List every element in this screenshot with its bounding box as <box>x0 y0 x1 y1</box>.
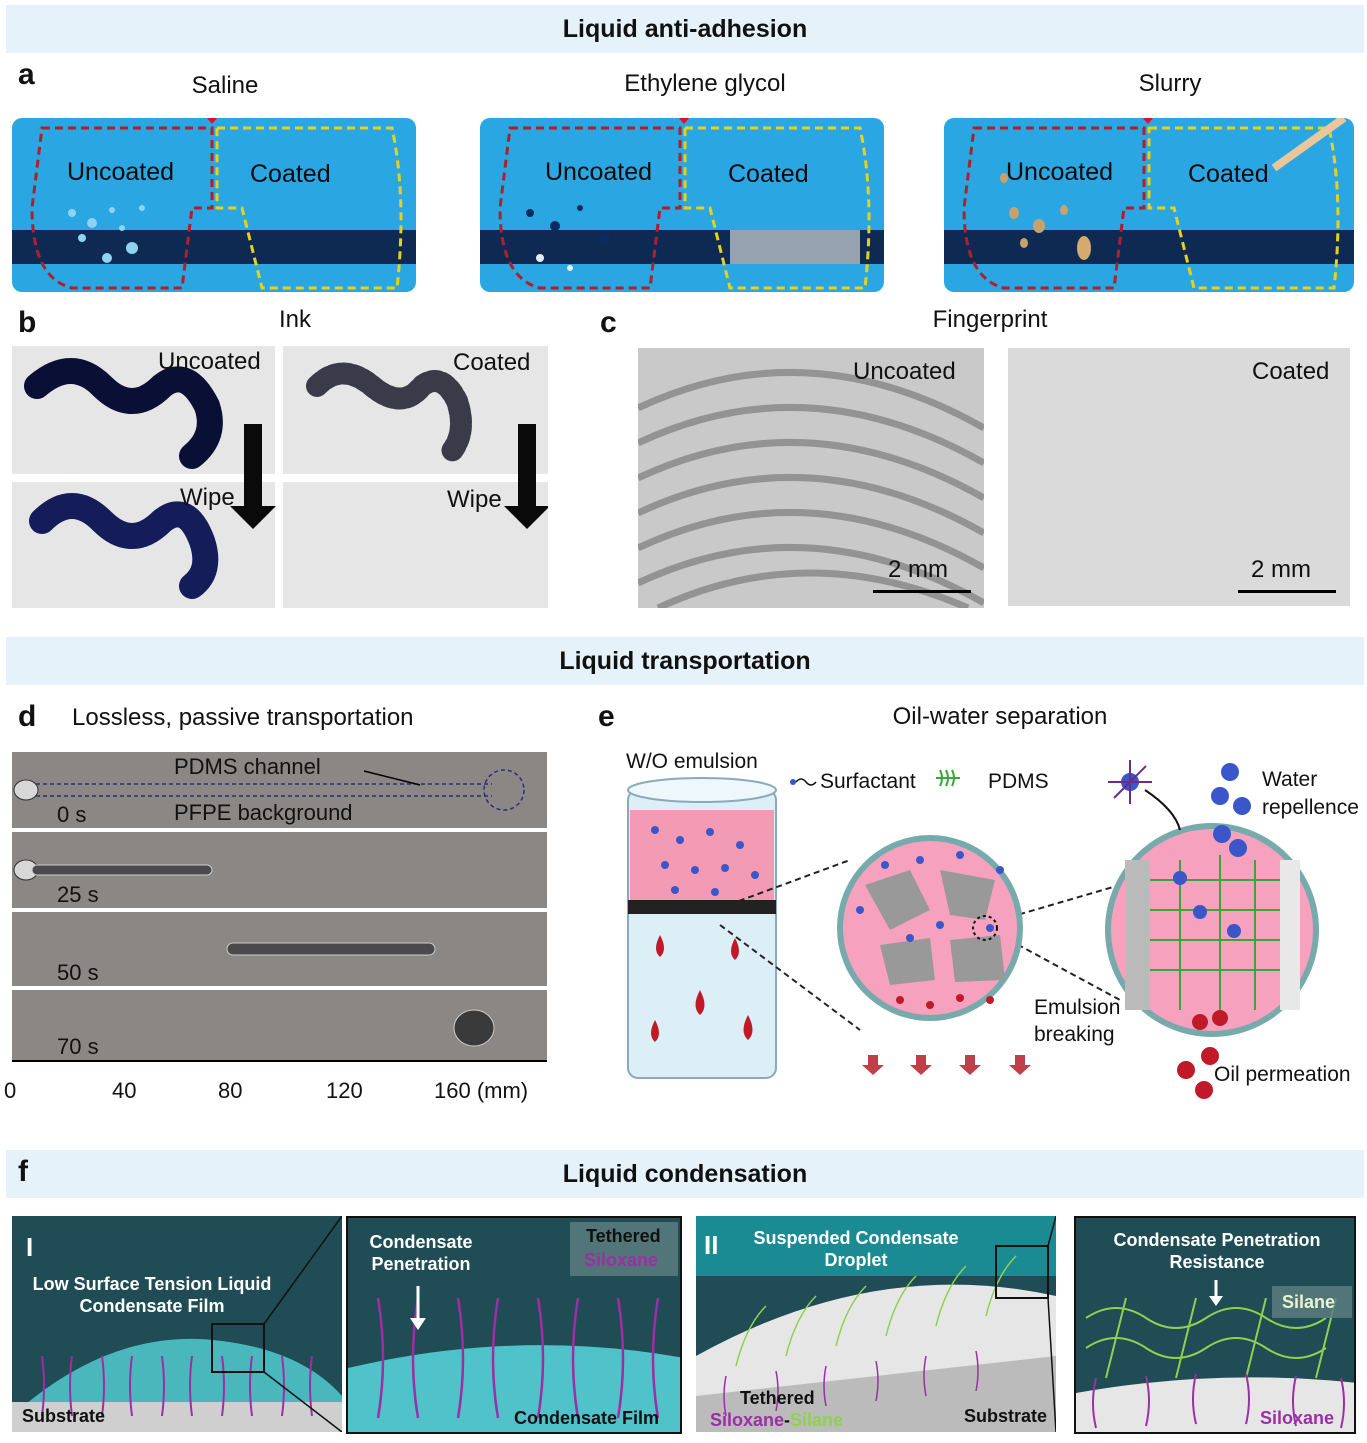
panel-label-d: d <box>18 700 37 733</box>
scale-bar-label: 2 mm <box>888 556 948 583</box>
label-tethered: Tethered <box>740 1388 815 1408</box>
label-emulsion: Emulsion <box>1034 996 1121 1019</box>
label-suspended-line2: Droplet <box>824 1250 888 1270</box>
panel-label-b: b <box>18 306 37 339</box>
label-coated: Coated <box>453 349 531 376</box>
goggle-photo-saline: Uncoated Coated <box>12 118 416 292</box>
label-oil-permeation: Oil permeation <box>1214 1063 1351 1086</box>
label-wipe: Wipe <box>447 486 502 513</box>
condensation-zoom-I: Condensate Penetration Tethered Siloxane… <box>346 1216 682 1434</box>
roman-I: I <box>26 1232 34 1262</box>
x-tick: 0 <box>4 1078 17 1103</box>
label-siloxane-silane: Siloxane-Silane <box>710 1410 844 1430</box>
label-substrate: Substrate <box>964 1406 1048 1426</box>
label-tethered: Tethered <box>586 1226 661 1246</box>
label-coated: Coated <box>1252 358 1330 385</box>
title-ink: Ink <box>278 306 311 333</box>
transport-frame-50s: 50 s <box>12 912 547 986</box>
label-film-line2: Condensate Film <box>79 1296 225 1316</box>
label-coated: Coated <box>728 160 809 188</box>
panel-label-a: a <box>18 58 35 91</box>
label-uncoated: Uncoated <box>1006 158 1114 186</box>
roman-II: II <box>704 1230 719 1260</box>
transport-frame-70s: 70 s <box>12 990 547 1060</box>
label-coated: Coated <box>250 160 331 188</box>
condensation-scene-II: II Suspended Condensate Droplet Tethered… <box>696 1216 1056 1432</box>
scale-bar-label: 2 mm <box>1251 556 1311 583</box>
label-resistance-line2: Resistance <box>1169 1252 1265 1272</box>
label-siloxane: Siloxane <box>584 1250 659 1270</box>
banner-anti-adhesion: Liquid anti-adhesion <box>6 5 1364 53</box>
label-coated: Coated <box>1188 160 1269 188</box>
legend-surfactant: Surfactant <box>820 770 916 793</box>
siloxane-part: Siloxane <box>710 1410 785 1430</box>
oil-water-schematic <box>627 760 1319 1099</box>
label-penetration-line2: Penetration <box>371 1254 471 1274</box>
title-slurry: Slurry <box>1138 70 1202 97</box>
label-substrate: Substrate <box>22 1406 106 1426</box>
panel-label-e: e <box>598 700 615 733</box>
label-wipe: Wipe <box>180 484 235 511</box>
time-label: 70 s <box>57 1034 99 1059</box>
scale-bar <box>873 590 971 593</box>
title-lossless-transport: Lossless, passive transportation <box>72 704 414 731</box>
transport-frame-25s: 25 s <box>12 832 547 908</box>
panel-label-c: c <box>600 306 617 339</box>
scale-bar <box>1238 590 1336 593</box>
transport-frame-0s: PDMS channel PFPE background 0 s <box>12 752 547 828</box>
title-oil-water-separation: Oil-water separation <box>892 703 1108 730</box>
label-pdms-channel: PDMS channel <box>174 754 321 779</box>
label-condensate-film: Condensate Film <box>514 1408 660 1428</box>
time-label: 0 s <box>57 802 87 827</box>
title-fingerprint: Fingerprint <box>932 306 1048 333</box>
fingerprint-uncoated-photo: Uncoated 2 mm <box>638 348 984 608</box>
label-pfpe-background: PFPE background <box>174 800 353 825</box>
label-penetration-line1: Condensate <box>369 1232 473 1252</box>
x-axis-line <box>12 1060 547 1062</box>
condensation-zoom-II: Condensate Penetration Resistance Silane… <box>1074 1216 1356 1434</box>
ink-photo-grid: Uncoated Coated Wipe Wipe <box>12 346 548 608</box>
x-tick: 120 <box>326 1078 363 1103</box>
label-uncoated: Uncoated <box>853 358 956 385</box>
x-tick: 80 <box>218 1078 243 1103</box>
label-silane: Silane <box>1282 1292 1336 1312</box>
fingerprint-coated-photo: Coated 2 mm <box>1008 348 1350 606</box>
label-resistance-line1: Condensate Penetration <box>1113 1230 1321 1250</box>
label-uncoated: Uncoated <box>545 158 653 186</box>
label-siloxane: Siloxane <box>1260 1408 1335 1428</box>
goggle-photo-ethylene-glycol: Uncoated Coated <box>480 118 884 292</box>
label-water: Water <box>1262 768 1318 791</box>
silane-part: Silane <box>790 1410 844 1430</box>
banner-transportation: Liquid transportation <box>6 637 1364 685</box>
time-label: 25 s <box>57 882 99 907</box>
label-breaking: breaking <box>1034 1023 1115 1046</box>
label-repellence: repellence <box>1262 796 1359 819</box>
x-tick: 160 (mm) <box>434 1078 529 1103</box>
label-uncoated: Uncoated <box>158 348 261 375</box>
title-saline: Saline <box>191 72 259 99</box>
label-uncoated: Uncoated <box>67 158 175 186</box>
time-label: 50 s <box>57 960 99 985</box>
legend-pdms: PDMS <box>988 770 1049 793</box>
label-wo-emulsion: W/O emulsion <box>626 750 758 773</box>
goggle-photo-slurry: Uncoated Coated <box>944 118 1354 292</box>
panel-label-f: f <box>18 1155 28 1188</box>
condensation-scene-I: I Low Surface Tension Liquid Condensate … <box>12 1216 342 1432</box>
title-ethylene-glycol: Ethylene glycol <box>624 70 786 97</box>
x-tick: 40 <box>112 1078 137 1103</box>
label-suspended-line1: Suspended Condensate <box>753 1228 959 1248</box>
label-film-line1: Low Surface Tension Liquid <box>32 1274 272 1294</box>
banner-condensation: Liquid condensation <box>6 1150 1364 1198</box>
